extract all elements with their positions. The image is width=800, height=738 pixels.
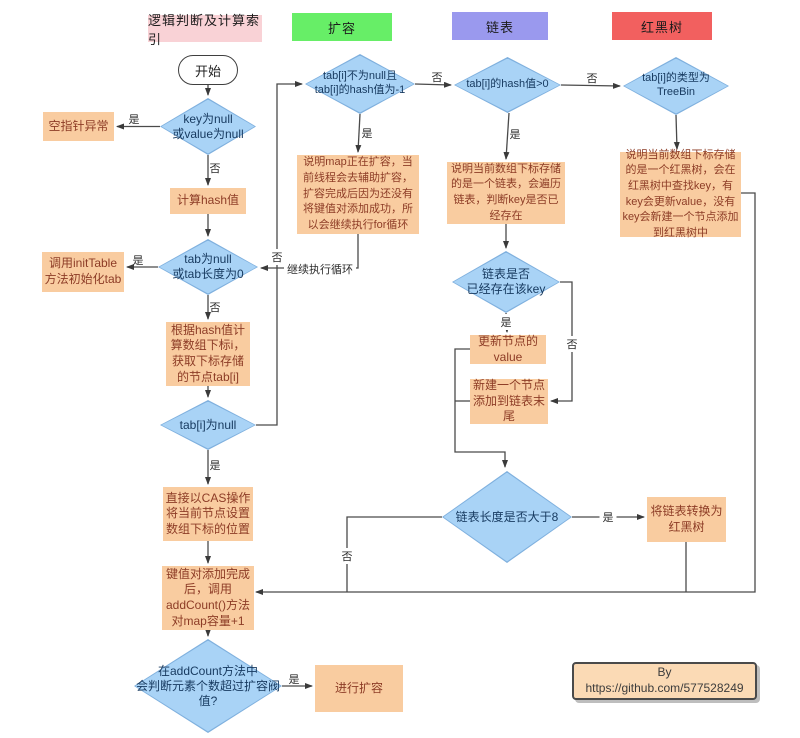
credit-box: By https://github.com/577528249 — [572, 662, 757, 700]
decision-list-gt8-label: 链表长度是否大于8 — [455, 509, 559, 524]
edge-label-no: 否 — [563, 336, 581, 352]
edge-label-yes: 是 — [132, 255, 144, 267]
credit-url: https://github.com/577528249 — [585, 681, 744, 695]
edge-label-no: 否 — [209, 302, 221, 314]
decision-tabi-null-label: tab[i]为null — [179, 417, 237, 432]
process-do-resize: 进行扩容 — [315, 665, 403, 712]
header-resize: 扩容 — [292, 13, 392, 41]
process-new-node: 新建一个节点 添加到链表末 尾 — [470, 378, 548, 424]
process-update-value: 更新节点的 value — [470, 334, 546, 364]
decision-key-exists: 链表是否 已经存在该key — [452, 251, 560, 313]
edge-label-yes: 是 — [128, 114, 140, 126]
decision-treebin: tab[i]的类型为 TreeBin — [623, 57, 729, 115]
edge-resizing-no-to-hashgt0 — [414, 81, 452, 88]
process-help-resize: 说明map正在扩容，当 前线程会去辅助扩容， 扩容完成后因为还没有 将键值对添加… — [297, 155, 419, 234]
edge-hashgt0-to-listdesc — [503, 112, 510, 160]
edge-label-yes: 是 — [497, 314, 515, 330]
decision-hash-gt0-label: tab[i]的hash值>0 — [466, 78, 549, 91]
process-tree-desc: 说明当前数组下标存储 的是一个红黑树，会在 红黑树中查找key，有 key会更新… — [620, 149, 741, 239]
decision-hash-gt0: tab[i]的hash值>0 — [454, 57, 561, 113]
decision-key-null: key为null 或value为null — [160, 98, 256, 155]
edge-label-yes: 是 — [209, 460, 221, 472]
decision-resizing: tab[i]不为null且 tab[i]的hash值为-1 — [305, 54, 415, 114]
decision-tab-null-label: tab为null 或tab长度为0 — [172, 252, 244, 281]
edge-label-no: 否 — [586, 73, 598, 85]
process-calc-index: 根据hash值计 算数组下标i， 获取下标存储 的节点tab[i] — [166, 322, 250, 386]
edge-hashgt0-no-to-treebin — [560, 82, 621, 89]
decision-key-exists-label: 链表是否 已经存在该key — [466, 267, 546, 296]
decision-threshold: 在addCount方法中 会判断元素个数超过扩容阀 值? — [134, 639, 282, 733]
edge-treebin-to-treedesc — [673, 114, 680, 150]
edge-label-no: 否 — [338, 548, 356, 564]
decision-tab-null: tab为null 或tab长度为0 — [158, 239, 258, 295]
decision-resizing-label: tab[i]不为null且 tab[i]的hash值为-1 — [314, 70, 406, 96]
start-terminal: 开始 — [178, 55, 238, 85]
edge-label-yes: 是 — [361, 128, 373, 140]
edge-listgt8-no-merge — [346, 516, 442, 592]
process-add-count: 键值对添加完成 后，调用 addCount()方法 对map容量+1 — [162, 566, 254, 630]
edge-label-continue-loop: 继续执行循环 — [284, 261, 356, 277]
header-tree: 红黑树 — [612, 12, 712, 40]
edge-label-no: 否 — [209, 163, 221, 175]
edge-label-yes: 是 — [509, 129, 521, 141]
credit-by: By — [657, 665, 672, 680]
edge-label-yes: 是 — [288, 674, 300, 686]
edge-treedesc-to-addcount — [255, 192, 756, 595]
process-init-table: 调用initTable 方法初始化tab — [42, 252, 124, 292]
process-to-rbtree: 将链表转换为 红黑树 — [647, 497, 726, 542]
decision-key-null-label: key为null 或value为null — [172, 111, 244, 141]
decision-threshold-label: 在addCount方法中 会判断元素个数超过扩容阀 值? — [135, 663, 280, 708]
edge-label-no: 否 — [431, 72, 443, 84]
decision-treebin-label: tab[i]的类型为 TreeBin — [642, 72, 710, 98]
edge-resizing-to-helpresize — [355, 113, 362, 153]
decision-tabi-null: tab[i]为null — [160, 400, 256, 450]
header-logic: 逻辑判断及计算索引 — [148, 12, 262, 47]
process-list-desc: 说明当前数组下标存储 的是一个链表，会遍历 链表，判断key是否已 经存在 — [447, 162, 565, 224]
decision-list-gt8: 链表长度是否大于8 — [442, 471, 572, 563]
process-cas: 直接以CAS操作 将当前节点设置 数组下标的位置 — [163, 487, 253, 541]
edge-label-yes: 是 — [599, 509, 617, 525]
process-calc-hash: 计算hash值 — [170, 188, 246, 214]
process-npe: 空指针异常 — [43, 112, 114, 141]
edge-label-no: 否 — [268, 249, 286, 265]
header-list: 链表 — [452, 12, 548, 40]
edge-updatevalue-to-listgt8 — [454, 348, 508, 468]
